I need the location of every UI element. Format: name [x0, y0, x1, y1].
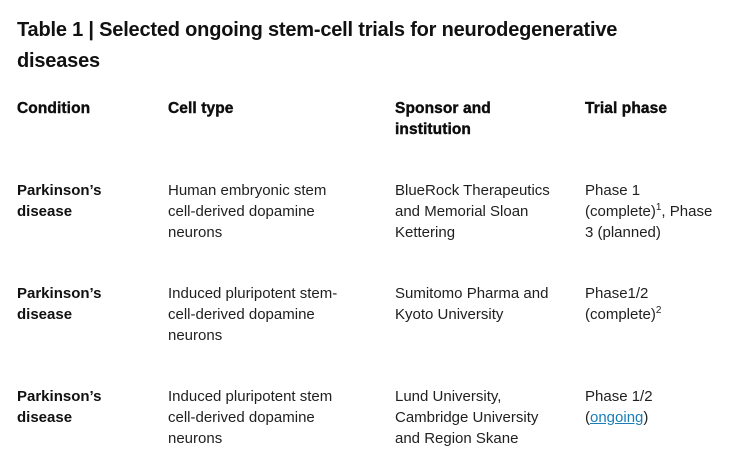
sponsor-institution-cell: Lund University, Cambridge University an…: [395, 388, 539, 447]
trial-phase-cell: Phase 1 (complete)1, Phase 3 (planned): [585, 140, 721, 243]
phase-text: Phase 1/2 (: [585, 388, 653, 426]
table-title: Table 1 | Selected ongoing stem-cell tri…: [17, 19, 618, 72]
column-header-condition: Condition: [17, 100, 91, 117]
sponsor-institution-cell: BlueRock Therapeutics and Memorial Sloan…: [395, 182, 550, 241]
trial-phase-cell: Phase 1/2 (ongoing): [585, 346, 721, 449]
column-header-trial-phase: Trial phase: [585, 100, 668, 117]
condition-cell: Parkinson’s disease: [17, 285, 102, 323]
footnote-reference: 2: [655, 305, 662, 316]
trial-phase-cell: Phase1/2 (complete)2: [585, 243, 721, 346]
condition-cell: Parkinson’s disease: [17, 182, 102, 220]
column-header-cell-type: Cell type: [168, 100, 234, 117]
phase-text: Phase 1 (complete): [585, 182, 656, 220]
stem-cell-trials-table: Condition Cell type Sponsor and institut…: [17, 98, 721, 449]
sponsor-institution-cell: Sumitomo Pharma and Kyoto University: [395, 285, 549, 323]
column-header-sponsor-institution: Sponsor and institution: [395, 100, 491, 138]
footnote-reference: 1: [655, 202, 662, 213]
condition-cell: Parkinson’s disease: [17, 388, 102, 426]
cell-type-cell: Induced pluripotent stem- cell-derived d…: [168, 285, 338, 344]
ongoing-trial-link[interactable]: ongoing: [590, 409, 644, 426]
phase-text: , Phase 3 (planned): [585, 203, 713, 241]
cell-type-cell: Induced pluripotent stem cell-derived do…: [168, 388, 333, 447]
cell-type-cell: Human embryonic stem cell-derived dopami…: [168, 182, 327, 241]
phase-text: Phase1/2 (complete): [585, 285, 656, 323]
phase-text: ): [643, 409, 649, 426]
